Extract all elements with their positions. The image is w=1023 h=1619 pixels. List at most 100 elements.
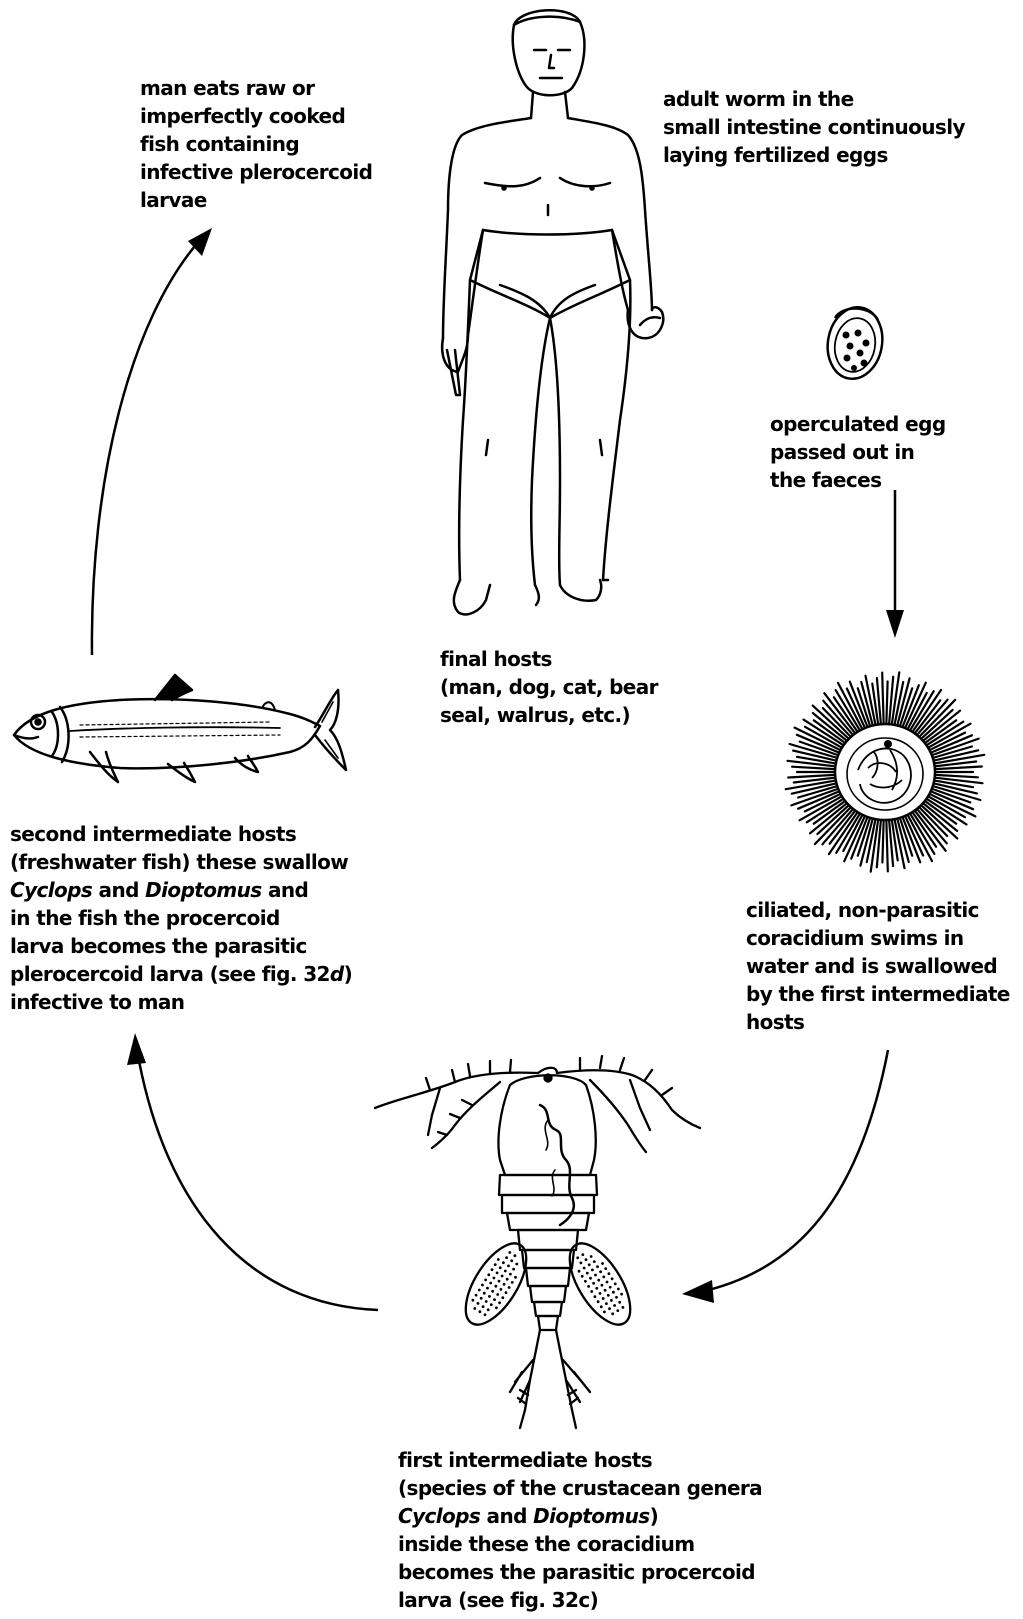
egg-sac-dot xyxy=(584,1280,587,1283)
egg-sac-dot xyxy=(614,1283,617,1286)
egg-sac-dot xyxy=(498,1280,501,1283)
label-egg: operculated egg passed out in the faeces xyxy=(770,410,946,494)
egg-sac-dot xyxy=(491,1268,494,1271)
egg-sac-dot xyxy=(473,1307,476,1310)
egg-sac-dot xyxy=(501,1275,504,1278)
label-text: and xyxy=(262,878,309,902)
egg-sac-dot xyxy=(622,1306,625,1309)
egg-sac-dot xyxy=(602,1297,605,1300)
genus-cyclops: Cyclops xyxy=(10,878,92,902)
egg-sac-dot xyxy=(581,1253,584,1256)
label-line: first intermediate hosts xyxy=(398,1446,762,1474)
egg-sac-dot xyxy=(505,1291,508,1294)
egg-sac-dot xyxy=(494,1285,497,1288)
ciliated-coracidium-icon xyxy=(786,672,985,871)
egg-sac-dot xyxy=(594,1295,597,1298)
egg-sac-dot xyxy=(597,1300,600,1303)
arrow-coracidium-to-copepod xyxy=(700,1050,888,1292)
egg-sac-dot xyxy=(603,1311,606,1314)
egg-sac-dot xyxy=(480,1297,483,1300)
genus-cyclops: Cyclops xyxy=(398,1504,480,1528)
label-line: inside these the coracidium xyxy=(398,1530,762,1558)
egg-sac-dot xyxy=(484,1279,487,1282)
egg-sac-dot xyxy=(510,1259,513,1262)
label-line: Cyclops and Dioptomus and xyxy=(10,876,352,904)
egg-sac-dot xyxy=(583,1267,586,1270)
label-line: larvae xyxy=(140,186,372,214)
egg-sac-dot xyxy=(618,1301,621,1304)
egg-sac-dot xyxy=(514,1254,517,1257)
label-line: (freshwater fish) these swallow xyxy=(10,848,352,876)
egg-sac-dot xyxy=(580,1262,583,1265)
egg-sac-dot xyxy=(482,1305,485,1308)
egg-sac-dot xyxy=(610,1299,613,1302)
cilium xyxy=(882,818,883,863)
egg-sac-dot xyxy=(500,1288,503,1291)
label-second-intermediate-hosts: second intermediate hosts (freshwater fi… xyxy=(10,820,352,1016)
egg-sac-dot xyxy=(602,1276,605,1279)
egg-sac-dot xyxy=(609,1286,612,1289)
label-man-eats: man eats raw or imperfectly cooked fish … xyxy=(140,74,372,214)
egg-sac-dot xyxy=(514,1276,517,1279)
freshwater-fish-icon xyxy=(14,675,346,782)
label-adult-worm: adult worm in the small intestine contin… xyxy=(663,85,965,169)
label-text: and xyxy=(92,878,145,902)
egg-sac-dot xyxy=(604,1289,607,1292)
egg-sac-dot xyxy=(478,1289,481,1292)
egg-sac-dot xyxy=(479,1310,482,1313)
egg-sac-dot xyxy=(504,1270,507,1273)
label-text: and xyxy=(480,1504,533,1528)
egg-sac-dot xyxy=(601,1284,604,1287)
egg-sac-dot xyxy=(489,1282,492,1285)
egg-sac-dot xyxy=(593,1260,596,1263)
egg-sac-dot xyxy=(595,1287,598,1290)
label-line: Cyclops and Dioptomus) xyxy=(398,1502,762,1530)
label-line: operculated egg xyxy=(770,410,946,438)
label-line: fish containing xyxy=(140,130,372,158)
egg-sac-dot xyxy=(484,1313,487,1316)
egg-sac-dot xyxy=(585,1258,588,1261)
label-line: by the first intermediate xyxy=(746,980,1010,1008)
label-line: adult worm in the xyxy=(663,85,965,113)
label-line: plerocercoid larva (see fig. 32d) xyxy=(10,960,352,988)
label-line: infective plerocercoid xyxy=(140,158,372,186)
egg-sac-dot xyxy=(605,1302,608,1305)
egg-sac-dot xyxy=(511,1281,514,1284)
egg-sac-dot xyxy=(596,1265,599,1268)
egg-sac-dot xyxy=(608,1307,611,1310)
egg-sac-dot xyxy=(590,1290,593,1293)
arrow-copepod-to-fish xyxy=(137,1050,378,1310)
label-line: ciliated, non-parasitic xyxy=(746,896,1010,924)
copepod-crustacean-icon xyxy=(375,1056,700,1428)
genus-dioptomus: Dioptomus xyxy=(145,878,261,902)
egg-sac-dot xyxy=(496,1272,499,1275)
label-final-hosts: final hosts (man, dog, cat, bear seal, w… xyxy=(440,645,658,729)
arrow-fish-to-man xyxy=(92,240,200,655)
egg-sac-dot xyxy=(508,1286,511,1289)
egg-sac-dot xyxy=(594,1274,597,1277)
label-line: infective to man xyxy=(10,988,352,1016)
egg-sac-dot xyxy=(588,1263,591,1266)
egg-sac-dot xyxy=(483,1292,486,1295)
egg-sac-dot xyxy=(589,1277,592,1280)
egg-sac-dot xyxy=(586,1272,589,1275)
egg-sac-dot xyxy=(485,1300,488,1303)
egg-sac-dot xyxy=(486,1287,489,1290)
egg-sac-dot xyxy=(487,1308,490,1311)
egg-sac-dot xyxy=(607,1294,610,1297)
egg-sac-dot xyxy=(501,1296,504,1299)
egg-sac-dot xyxy=(496,1293,499,1296)
egg-sac-dot xyxy=(515,1263,518,1266)
egg-sac-dot xyxy=(488,1295,491,1298)
egg-sac-dot xyxy=(487,1273,490,1276)
label-text: plerocercoid larva (see fig. 32 xyxy=(10,962,330,986)
egg-sac-dot xyxy=(608,1272,611,1275)
label-line: final hosts xyxy=(440,645,658,673)
egg-sac-dot xyxy=(512,1268,515,1271)
label-text: ) xyxy=(650,1504,659,1528)
egg-sac-dot xyxy=(505,1256,508,1259)
cilium xyxy=(886,682,887,727)
egg-sac-dot xyxy=(481,1284,484,1287)
cilium xyxy=(931,775,978,778)
